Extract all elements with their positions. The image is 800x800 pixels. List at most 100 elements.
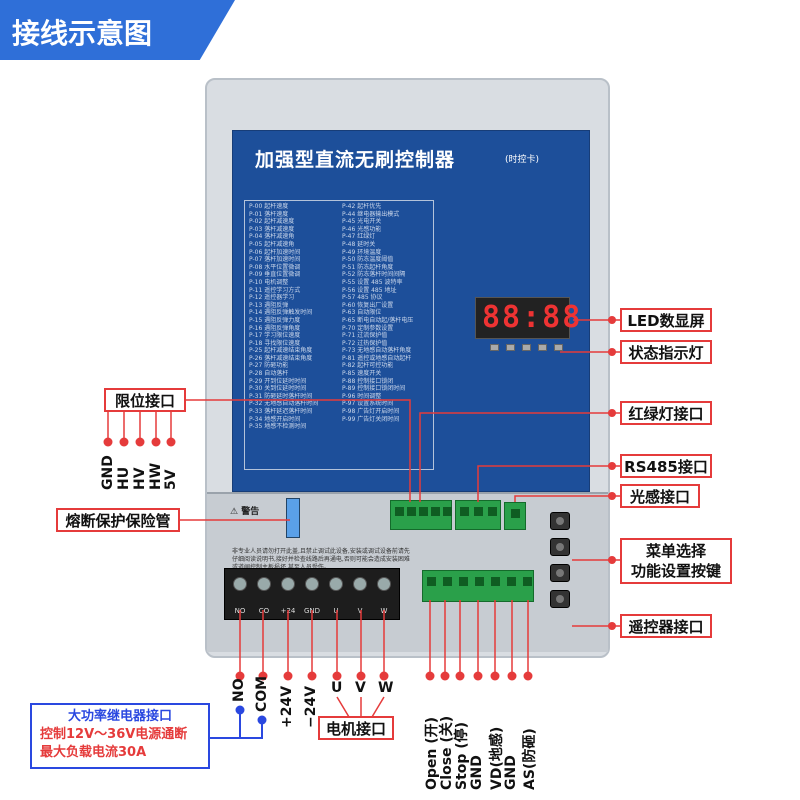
parameter-item: P-46 光感功能 bbox=[342, 225, 382, 233]
parameter-item: P-97 设置系统时间 bbox=[342, 400, 394, 408]
parameter-item: P-18 寻找限位速度 bbox=[249, 339, 301, 347]
parameter-item: P-70 定制参数设置 bbox=[342, 324, 394, 332]
terminal-screw bbox=[281, 577, 295, 591]
parameter-item: P-56 设置 485 地址 bbox=[342, 286, 397, 294]
parameter-item: P-14 遇阻反弹触发时间 bbox=[249, 309, 313, 317]
parameter-item: P-55 设置 485 波特率 bbox=[342, 278, 403, 286]
parameter-item: P-17 学习限位速度 bbox=[249, 332, 301, 340]
bottom-pin-label: V bbox=[355, 680, 366, 696]
traffic-light-terminal bbox=[390, 500, 452, 530]
parameter-item: P-32 无地感自动落杆时间 bbox=[249, 400, 319, 408]
parameter-item: P-27 防砸功能 bbox=[249, 362, 289, 370]
callout-motor: 电机接口 bbox=[318, 716, 394, 740]
terminal-screw bbox=[353, 577, 367, 591]
callout-menu-line2: 功能设置按键 bbox=[630, 562, 721, 580]
parameter-item: P-96 时间调整 bbox=[342, 392, 382, 400]
parameter-item: P-07 落杆加速时间 bbox=[249, 256, 301, 264]
status-lamp bbox=[554, 344, 563, 351]
parameter-item: P-28 自动落杆 bbox=[249, 370, 289, 378]
rs485-terminal bbox=[455, 500, 501, 530]
terminal-screw bbox=[491, 577, 500, 586]
parameter-item: P-52 防冻落杆时间间隔 bbox=[342, 271, 406, 279]
parameter-item: P-06 起杆加速时间 bbox=[249, 248, 301, 256]
parameter-item: P-71 过流保护值 bbox=[342, 332, 388, 340]
parameter-item: P-00 起杆速度 bbox=[249, 203, 289, 210]
parameter-item: P-26 落杆减速结束角度 bbox=[249, 354, 313, 362]
relay-line1: 控制12V～36V电源通断 bbox=[40, 727, 188, 742]
parameter-item: P-98 广告灯开启时间 bbox=[342, 408, 400, 416]
up-button[interactable] bbox=[550, 538, 570, 556]
parameter-item: P-03 落杆减速度 bbox=[249, 225, 295, 233]
callout-light-sensor: 光感接口 bbox=[620, 484, 700, 508]
parameter-item: P-49 环境温度 bbox=[342, 248, 382, 256]
bottom-pin-label: GND bbox=[469, 755, 485, 790]
control-terminal bbox=[422, 570, 534, 602]
bottom-pin-label: U bbox=[331, 680, 343, 696]
terminal-screw bbox=[329, 577, 343, 591]
bottom-pin-label: Stop (停) bbox=[454, 721, 470, 790]
status-lamp bbox=[506, 344, 515, 351]
parameter-item: P-33 落杆延迟落杆时间 bbox=[249, 408, 313, 416]
down-button[interactable] bbox=[550, 564, 570, 582]
parameter-item: P-60 恢复出厂设置 bbox=[342, 301, 394, 309]
terminal-screw bbox=[459, 577, 468, 586]
parameter-item: P-25 起杆减速结束角度 bbox=[249, 347, 313, 355]
parameter-item: P-44 继电器输出模式 bbox=[342, 210, 400, 218]
parameter-item: P-50 防冻温度阈值 bbox=[342, 256, 394, 264]
terminal-screw bbox=[427, 577, 436, 586]
warning-title: ⚠ 警告 bbox=[230, 507, 260, 517]
callout-menu-line1: 菜单选择 bbox=[645, 542, 706, 560]
limit-pin-label: GND bbox=[100, 455, 116, 490]
parameter-item: P-11 遥控学习方式 bbox=[249, 286, 301, 294]
parameter-item: P-09 垂直位置微调 bbox=[249, 271, 301, 279]
callout-status-lamp: 状态指示灯 bbox=[620, 340, 712, 364]
parameter-item: P-16 遇阻反弹角度 bbox=[249, 324, 301, 332]
parameter-item: P-99 广告灯关闭时间 bbox=[342, 415, 400, 423]
parameter-item: P-12 遥控器学习 bbox=[249, 294, 295, 302]
parameter-item: P-63 自动限位 bbox=[342, 309, 382, 317]
terminal-label: CO bbox=[258, 607, 270, 615]
limit-pin-label: HU bbox=[116, 466, 132, 490]
board-title: 加强型直流无刷控制器 bbox=[255, 149, 456, 171]
parameter-item: P-82 起杆可控功能 bbox=[342, 362, 394, 370]
bottom-pin-label: AS(防砸) bbox=[522, 728, 538, 790]
bottom-pin-label: W bbox=[378, 680, 394, 696]
parameter-item: P-85 速度开关 bbox=[342, 370, 382, 378]
limit-pin-label: HW bbox=[148, 462, 164, 490]
parameter-item: P-02 起杆减速度 bbox=[249, 218, 295, 226]
fuse bbox=[286, 498, 300, 538]
parameter-item: P-45 光电开关 bbox=[342, 218, 382, 226]
parameter-item: P-05 起杆减速角 bbox=[249, 240, 295, 248]
terminal-screw bbox=[523, 577, 532, 586]
stop-button[interactable] bbox=[550, 590, 570, 608]
parameter-item: P-89 控制接口锁闭时间 bbox=[342, 385, 406, 393]
parameter-item: P-31 防砸延时落杆时间 bbox=[249, 392, 313, 400]
terminal-screw bbox=[377, 577, 391, 591]
callout-limit: 限位接口 bbox=[104, 388, 186, 412]
terminal-screw bbox=[475, 577, 484, 586]
status-lamp bbox=[522, 344, 531, 351]
limit-pin-label: HV bbox=[132, 467, 148, 490]
parameter-item: P-42 起杆优先 bbox=[342, 203, 382, 210]
parameter-item: P-29 开到位延时时间 bbox=[249, 377, 307, 385]
parameter-item: P-15 遇阻反弹力度 bbox=[249, 316, 301, 324]
parameter-item: P-34 地感开启时间 bbox=[249, 415, 301, 423]
terminal-screw bbox=[233, 577, 247, 591]
parameter-item: P-35 地感不检测时间 bbox=[249, 423, 307, 431]
header-banner: 接线示意图 bbox=[0, 0, 235, 60]
menu-button[interactable] bbox=[550, 512, 570, 530]
callout-remote: 遥控器接口 bbox=[620, 614, 712, 638]
light-sensor-terminal bbox=[504, 502, 526, 530]
terminal-label: U bbox=[333, 607, 339, 615]
callout-rs485: RS485接口 bbox=[620, 454, 712, 478]
terminal-screw bbox=[507, 577, 516, 586]
terminal-screw bbox=[443, 577, 452, 586]
warning-text: 非专业人员请勿打开此盖,且禁止调试此设备,安装或调试设备前请先仔细阅读说明书,接… bbox=[232, 548, 410, 571]
callout-fuse: 熔断保护保险管 bbox=[56, 508, 180, 532]
parameter-item: P-51 防冻起杆角度 bbox=[342, 263, 394, 271]
parameter-item: P-57 485 协议 bbox=[342, 294, 383, 302]
bottom-pin-label: +24V bbox=[279, 685, 295, 728]
parameter-item: P-88 控制接口锁闭 bbox=[342, 377, 394, 385]
